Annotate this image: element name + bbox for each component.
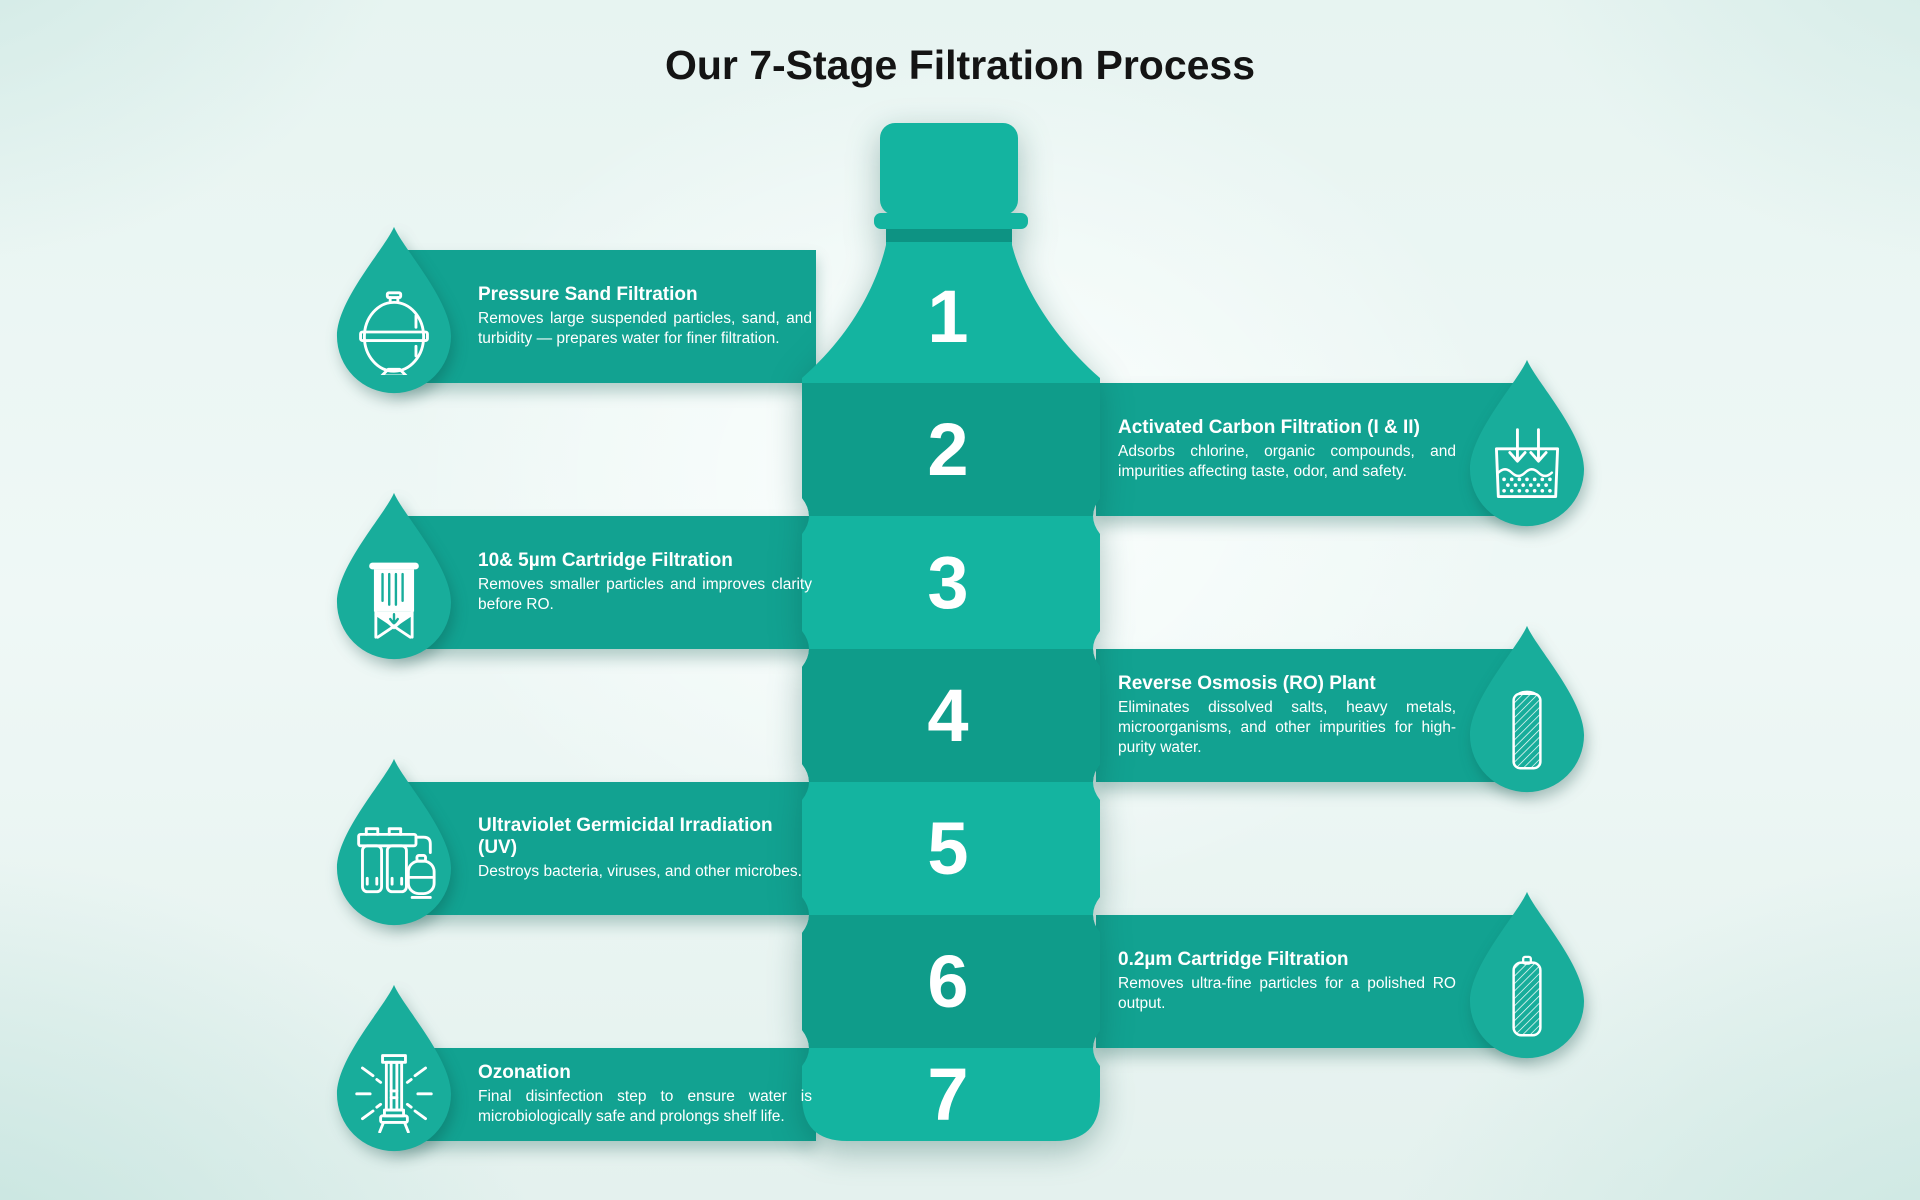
stage-7-description: Final disinfection step to ensure water …: [478, 1088, 812, 1125]
bottle-shaded-segment-6: [802, 915, 1100, 1048]
stage-number-2: 2: [927, 408, 969, 491]
stage-4-description: Eliminates dissolved salts, heavy metals…: [1118, 699, 1456, 756]
stage-4-text: Reverse Osmosis (RO) Plant Eliminates di…: [1118, 649, 1456, 782]
stage-droplet-1: [332, 223, 456, 397]
stage-droplet-3: [332, 489, 456, 663]
stage-number-7: 7: [927, 1053, 969, 1136]
stage-band-4: [1096, 649, 1532, 782]
stage-number-4: 4: [927, 674, 969, 757]
stage-3-text: 10& 5µm Cartridge Filtration Removes sma…: [478, 516, 812, 649]
stage-band-2: [1096, 383, 1532, 516]
stage-1-description: Removes large suspended particles, sand,…: [478, 310, 812, 347]
stage-6-description: Removes ultra-fine particles for a polis…: [1118, 975, 1456, 1012]
fine-cartridge-icon: [1512, 955, 1542, 1037]
stage-band-3: [392, 516, 816, 649]
stage-droplet-7: [332, 981, 456, 1155]
stage-2-text: Activated Carbon Filtration (I & II) Ads…: [1118, 383, 1456, 516]
stage-droplet-6: [1465, 888, 1589, 1062]
stage-droplet-2: [1465, 356, 1589, 530]
stage-5-title: Ultraviolet Germicidal Irradiation (UV): [478, 815, 773, 858]
bottle-neck-stripe: [886, 229, 1012, 242]
ozone-lamp-icon: [355, 1054, 433, 1134]
stage-1-text: Pressure Sand Filtration Removes large s…: [478, 250, 812, 383]
water-bottle-graphic: [802, 123, 1100, 1141]
ro-membrane-icon: [1512, 690, 1542, 770]
page-title: Our 7-Stage Filtration Process: [664, 42, 1256, 88]
stage-5-description: Destroys bacteria, viruses, and other mi…: [478, 863, 802, 880]
bottle-shaded-segment-4: [802, 649, 1100, 782]
stage-droplet-4: [1465, 622, 1589, 796]
stage-2-description: Adsorbs chlorine, organic compounds, and…: [1118, 443, 1456, 480]
uv-purifier-icon: [357, 827, 436, 899]
stage-number-5: 5: [927, 807, 969, 890]
stage-droplet-5: [332, 755, 456, 929]
stage-2-title: Activated Carbon Filtration (I & II): [1118, 417, 1420, 438]
stage-number-3: 3: [927, 541, 969, 624]
stage-4-title: Reverse Osmosis (RO) Plant: [1118, 673, 1376, 694]
stage-3-title: 10& 5µm Cartridge Filtration: [478, 550, 733, 571]
stage-band-6: [1096, 915, 1532, 1048]
stage-6-text: 0.2µm Cartridge Filtration Removes ultra…: [1118, 915, 1456, 1048]
stage-6-title: 0.2µm Cartridge Filtration: [1118, 949, 1349, 970]
stage-band-5: [392, 782, 816, 915]
stage-1-title: Pressure Sand Filtration: [478, 284, 698, 305]
stage-7-text: Ozonation Final disinfection step to ens…: [478, 1048, 812, 1141]
stage-3-description: Removes smaller particles and improves c…: [478, 576, 812, 613]
bottle-shaded-segment-2: [802, 383, 1100, 516]
pressure-sand-filter-icon: [359, 291, 429, 378]
cartridge-silo-icon: [369, 562, 419, 639]
carbon-adsorption-icon: [1494, 428, 1560, 498]
stage-band-7: [392, 1048, 816, 1141]
stage-number-1: 1: [927, 275, 969, 358]
stage-7-title: Ozonation: [478, 1062, 571, 1083]
bottle-cap: [880, 123, 1018, 215]
stage-number-6: 6: [927, 940, 969, 1023]
stage-band-1: [392, 250, 816, 383]
stage-5-text: Ultraviolet Germicidal Irradiation (UV) …: [478, 782, 812, 915]
